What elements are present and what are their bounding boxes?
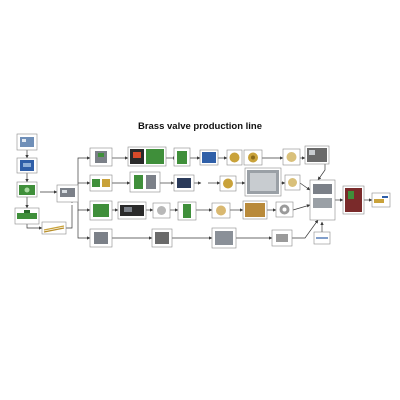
raw-material-station-3 bbox=[16, 181, 38, 198]
polishing bbox=[129, 171, 161, 193]
raw-material-station-1 bbox=[16, 133, 38, 151]
raw-material-station-2 bbox=[16, 157, 38, 174]
row4-part bbox=[271, 229, 293, 247]
raw-material-station-4 bbox=[14, 207, 40, 225]
row4-machine-3 bbox=[211, 227, 237, 249]
brass-bar-stock bbox=[41, 221, 67, 235]
row3-blank bbox=[152, 202, 171, 219]
row3-drill bbox=[177, 201, 197, 221]
stem-part bbox=[219, 175, 237, 192]
sawing-station bbox=[56, 184, 79, 203]
shot-blasting bbox=[199, 149, 219, 166]
diagram-title: Brass valve production line bbox=[137, 121, 263, 132]
assembly-station bbox=[244, 167, 282, 197]
row4-machine-1 bbox=[89, 228, 113, 248]
finished-valve bbox=[371, 192, 391, 208]
trimming-press bbox=[173, 147, 191, 167]
row3-part bbox=[211, 202, 231, 219]
machined-body bbox=[243, 149, 263, 166]
pressure-test bbox=[309, 179, 336, 221]
row3-conveyor bbox=[242, 200, 268, 220]
forging-furnace bbox=[127, 146, 167, 167]
row3-lathe bbox=[117, 201, 147, 220]
row3-ring bbox=[275, 201, 294, 218]
plating-line bbox=[304, 145, 330, 165]
ball-part bbox=[173, 174, 195, 192]
forged-blank bbox=[226, 149, 243, 166]
row4-machine-2 bbox=[151, 228, 173, 248]
handle-part bbox=[284, 174, 301, 191]
cnc-machining bbox=[89, 174, 113, 192]
row3-press bbox=[89, 200, 113, 221]
forging-press bbox=[89, 147, 113, 167]
row4-rod bbox=[313, 231, 331, 245]
final-assembly-cell bbox=[342, 185, 365, 215]
pickling-tank bbox=[282, 148, 301, 166]
